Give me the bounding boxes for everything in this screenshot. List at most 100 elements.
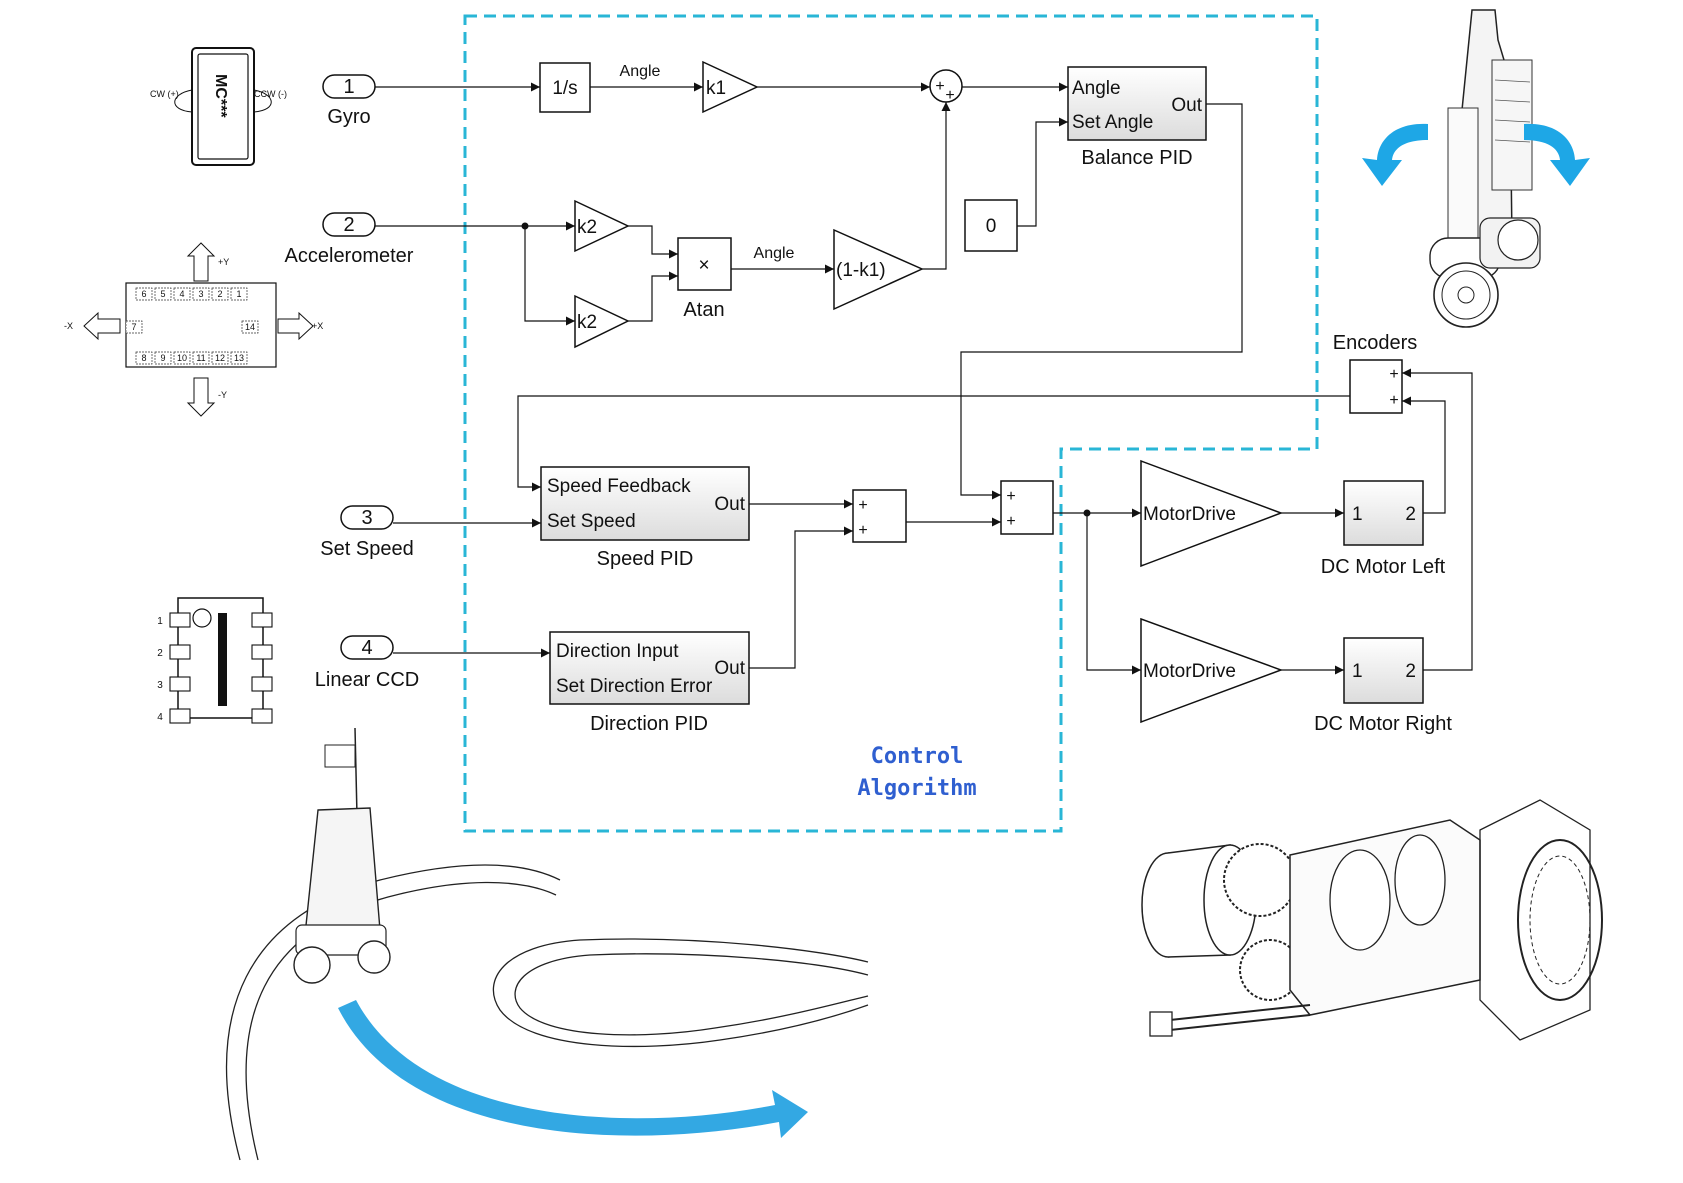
accel-pin-top-6-pad: [135, 287, 153, 301]
inport-accelerometer-number: 2: [343, 214, 354, 236]
speed-pid-in2: Set Speed: [547, 511, 636, 532]
robot-track-illustration: [226, 727, 869, 1161]
ccd-pin-left-2: [169, 644, 191, 660]
sum-encoders-sign-2: +: [1389, 392, 1398, 409]
direction-pid-block[interactable]: Direction Input Set Direction Error Out: [549, 631, 750, 705]
sum-balance-sign-2: +: [945, 87, 954, 104]
dc-motor-left-out: 2: [1405, 504, 1416, 525]
direction-pid-in2: Set Direction Error: [556, 676, 713, 697]
accel-arrow-right-icon: [277, 311, 314, 341]
balance-pid-out: Out: [1171, 95, 1202, 116]
inport-gyro-number: 1: [343, 76, 354, 98]
accel-pin-left: 7: [131, 322, 136, 332]
integrator-label: 1/s: [552, 78, 577, 99]
robot-tilt-illustration: [1362, 9, 1590, 328]
accel-pin-bottom-10: 10: [177, 353, 187, 363]
signal-angle-label-2: Angle: [754, 245, 795, 262]
balance-pid-label: Balance PID: [1081, 147, 1192, 169]
ccd-pin-left-3: [169, 676, 191, 692]
speed-pid-block[interactable]: Speed Feedback Set Speed Out: [540, 466, 750, 541]
ccd-pin-right-2: [251, 644, 273, 660]
balance-pid-in2: Set Angle: [1072, 112, 1153, 133]
ccd-pin-number-4: 4: [157, 712, 163, 723]
accel-pin-top-4: 4: [179, 289, 184, 299]
constant-zero-block[interactable]: [964, 199, 1018, 252]
constant-zero-label: 0: [986, 216, 997, 237]
accel-axis-plus-x: +X: [312, 321, 323, 331]
dc-motor-right-out: 2: [1405, 661, 1416, 682]
ccd-pin-right-1: [251, 612, 273, 628]
sum-total-sign-2: +: [1006, 513, 1015, 530]
gain-k1-label: k1: [706, 78, 726, 99]
region-label-line1: Control: [871, 744, 964, 769]
region-label-line2: Algorithm: [857, 776, 976, 801]
sum-total[interactable]: [1000, 480, 1054, 535]
accel-pin-bottom-9-pad: [154, 351, 172, 365]
product-block[interactable]: [677, 237, 732, 291]
gear-icon: [1223, 843, 1297, 917]
accel-pin-top-3-pad: [192, 287, 210, 301]
product-symbol: ×: [698, 255, 709, 276]
accel-pin-top-6: 6: [141, 289, 146, 299]
gyro-chip-label: MC***: [212, 74, 229, 118]
inport-linear-ccd-label: Linear CCD: [315, 669, 419, 691]
sum-balance-sign-1: +: [935, 78, 944, 95]
gyro-cw-label: CW (+): [150, 89, 179, 99]
accel-arrow-down-icon: [186, 377, 216, 417]
wheel-icon: [1517, 839, 1603, 1001]
accel-axis-minus-y: -Y: [218, 390, 227, 400]
inport-gyro[interactable]: 1: [322, 74, 376, 99]
accel-pin-left-pad: [125, 320, 143, 334]
motor-drive-2-label: MotorDrive: [1143, 661, 1236, 682]
accel-axis-minus-x: -X: [64, 321, 73, 331]
accel-pin-bottom-12: 12: [215, 353, 225, 363]
sum-speed-direction-sign-1: +: [858, 497, 867, 514]
gain-k2-top-label: k2: [577, 217, 597, 238]
accel-pin-top-3: 3: [198, 289, 203, 299]
accel-pin-bottom-9: 9: [160, 353, 165, 363]
ccd-pin-number-2: 2: [157, 648, 163, 659]
ccd-pin-right-4: [251, 708, 273, 724]
dc-motor-right-block[interactable]: 1 2: [1343, 637, 1424, 704]
dc-motor-right-label: DC Motor Right: [1314, 713, 1452, 735]
tilt-left-arrow-icon: [1362, 123, 1428, 186]
inport-linear-ccd[interactable]: 4: [340, 635, 394, 660]
sum-speed-direction-sign-2: +: [858, 522, 867, 539]
sum-speed-direction[interactable]: [852, 489, 907, 543]
accel-arrow-up-icon: [186, 242, 216, 282]
accel-arrow-left-icon: [83, 311, 121, 341]
speed-pid-out: Out: [714, 494, 745, 515]
inport-linear-ccd-number: 4: [361, 637, 372, 659]
balance-wires: [375, 82, 1243, 500]
accel-pin-bottom-10-pad: [173, 351, 191, 365]
accel-pin-top-5-pad: [154, 287, 172, 301]
ccd-pin-left-1: [169, 612, 191, 628]
dc-motor-left-block[interactable]: 1 2: [1343, 480, 1424, 546]
balance-pid-block[interactable]: Angle Set Angle Out: [1067, 66, 1207, 141]
accel-pin-top-2-pad: [211, 287, 229, 301]
integrator-block[interactable]: [539, 62, 591, 113]
accel-pin-bottom-11-pad: [192, 351, 210, 365]
ccd-pin-left-4: [169, 708, 191, 724]
gain-1-minus-k1-label: (1-k1): [836, 260, 886, 281]
ccd-pin-right-3: [251, 676, 273, 692]
sum-encoders[interactable]: [1349, 359, 1403, 414]
accel-pin-top-5: 5: [160, 289, 165, 299]
inport-set-speed[interactable]: 3: [340, 505, 394, 530]
motor-gearbox-illustration: [1141, 799, 1603, 1041]
signal-angle-label-1: Angle: [620, 63, 661, 80]
dc-motor-left-in: 1: [1352, 504, 1363, 525]
encoders-label: Encoders: [1333, 332, 1418, 354]
ccd-pin-number-1: 1: [157, 616, 163, 627]
accel-pin-right: 14: [245, 322, 255, 332]
lower-wires: [393, 368, 1473, 675]
inport-accelerometer[interactable]: 2: [322, 212, 376, 237]
accel-pin-bottom-13-pad: [230, 351, 248, 365]
accel-pin-bottom-8-pad: [135, 351, 153, 365]
accel-pin-bottom-12-pad: [211, 351, 229, 365]
inport-set-speed-number: 3: [361, 507, 372, 529]
accel-pin-bottom-8: 8: [141, 353, 146, 363]
accel-pin-top-1: 1: [236, 289, 241, 299]
gyro-sensor-illustration: CW (+) CCW (-) MC***: [150, 47, 287, 166]
